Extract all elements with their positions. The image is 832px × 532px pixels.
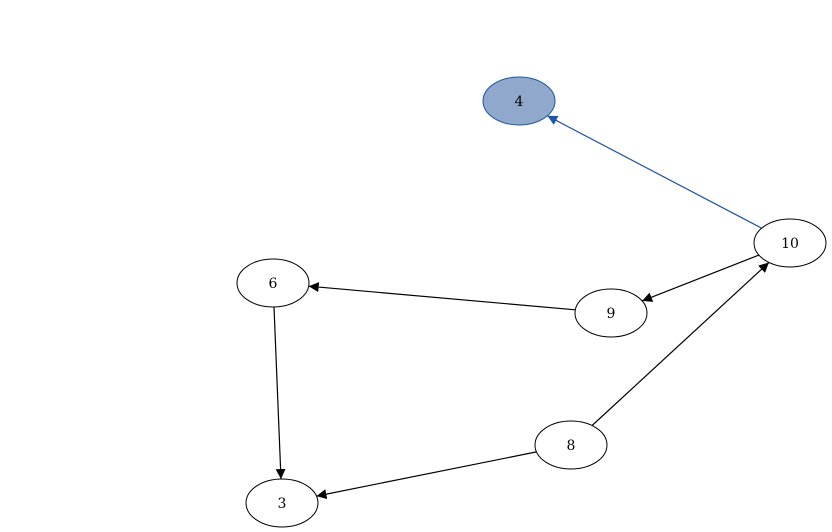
edge-10-to-4 xyxy=(547,115,762,229)
node-ellipse[interactable] xyxy=(574,288,648,338)
node-3[interactable]: 3 xyxy=(245,478,319,528)
node-label: 9 xyxy=(607,306,616,322)
node-8[interactable]: 8 xyxy=(534,420,608,470)
node-label: 8 xyxy=(567,438,576,454)
edge-6-to-3 xyxy=(273,306,286,480)
edge-10-to-9 xyxy=(641,254,760,302)
node-ellipse[interactable] xyxy=(482,76,556,126)
node-ellipse[interactable] xyxy=(534,420,608,470)
node-10[interactable]: 10 xyxy=(753,218,827,268)
edge-9-to-6 xyxy=(308,282,576,311)
nodes-layer: 4 10 6 9 8 3 xyxy=(236,76,827,528)
node-label: 3 xyxy=(278,496,287,512)
node-label: 4 xyxy=(515,94,524,110)
node-ellipse[interactable] xyxy=(236,258,310,308)
node-label: 6 xyxy=(269,276,278,292)
node-label: 10 xyxy=(781,236,799,252)
edges-layer xyxy=(273,115,770,500)
edge-8-to-3 xyxy=(316,451,537,500)
node-9[interactable]: 9 xyxy=(574,288,648,338)
node-6[interactable]: 6 xyxy=(236,258,310,308)
node-ellipse[interactable] xyxy=(245,478,319,528)
edge-8-to-10 xyxy=(591,262,770,426)
node-ellipse[interactable] xyxy=(753,218,827,268)
node-4[interactable]: 4 xyxy=(482,76,556,126)
